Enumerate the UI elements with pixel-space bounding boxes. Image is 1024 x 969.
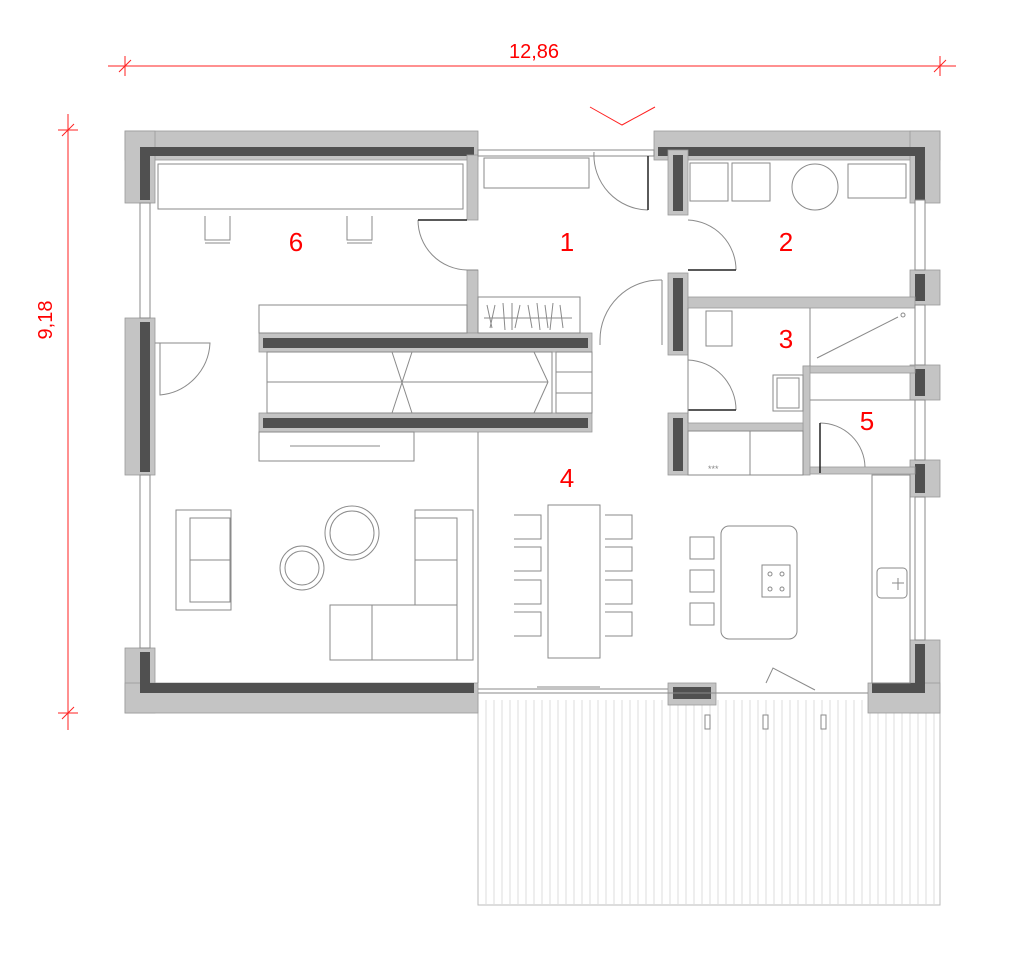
doors bbox=[155, 151, 866, 691]
dimension-width: 12,86 bbox=[108, 41, 956, 76]
terrace-post bbox=[820, 714, 827, 730]
room-label-5: 5 bbox=[860, 406, 874, 436]
width-label: 12,86 bbox=[509, 41, 559, 63]
kitchen-marks: *** bbox=[708, 464, 719, 474]
room-label-4: 4 bbox=[560, 463, 574, 493]
dining-chair bbox=[514, 579, 542, 605]
room-label-1: 1 bbox=[560, 227, 574, 257]
dimension-depth: 9,18 bbox=[35, 114, 78, 730]
dining-chair bbox=[605, 579, 633, 605]
dining-chair bbox=[605, 546, 633, 572]
room-labels: 1 2 3 4 5 6 bbox=[289, 227, 874, 493]
dining-chair bbox=[514, 611, 542, 637]
room-label-3: 3 bbox=[779, 324, 793, 354]
staircase[interactable] bbox=[266, 351, 593, 414]
terrace-post bbox=[704, 714, 711, 730]
terrace bbox=[477, 692, 941, 906]
windows bbox=[139, 149, 926, 694]
dining-chair bbox=[605, 514, 633, 540]
entrance-arrow-icon bbox=[589, 106, 656, 126]
furniture: *** bbox=[157, 157, 915, 684]
dining-chair bbox=[605, 611, 633, 637]
room-label-2: 2 bbox=[779, 227, 793, 257]
walls bbox=[124, 130, 941, 714]
dining-chair bbox=[514, 514, 542, 540]
room-label-6: 6 bbox=[289, 227, 303, 257]
depth-label: 9,18 bbox=[35, 301, 57, 340]
terrace-post bbox=[762, 714, 769, 730]
dining-chair bbox=[514, 546, 542, 572]
